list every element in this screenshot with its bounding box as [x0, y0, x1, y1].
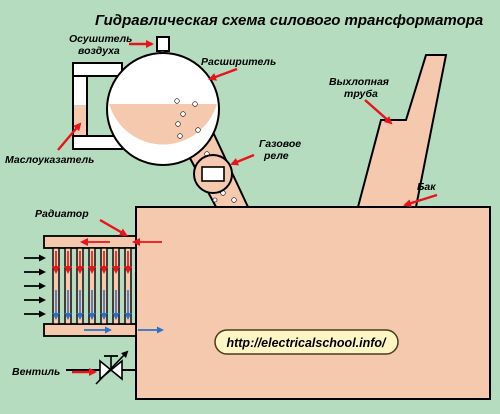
- pipe-bubble: [212, 197, 218, 203]
- expander: [106, 52, 220, 166]
- tank: [135, 206, 491, 400]
- radiator: [43, 235, 137, 337]
- website-url: http://electricalschool.info/: [226, 336, 387, 350]
- air-flow-arrows: [24, 254, 46, 318]
- pipe-bubble: [231, 197, 237, 203]
- radiator-label: Радиатор: [35, 208, 89, 220]
- expander-label: Расширитель: [201, 56, 276, 68]
- exhaust-label-line2: труба: [344, 88, 378, 100]
- website-banner: http://electricalschool.info/: [214, 329, 399, 355]
- gas-relay-label-line2: реле: [263, 150, 289, 162]
- diagram-title: Гидравлическая схема силового трансформа…: [95, 12, 483, 29]
- tank-label: Бак: [417, 181, 436, 193]
- valve-label: Вентиль: [12, 366, 60, 378]
- gas-relay: [193, 154, 233, 194]
- gas-relay-label-line1: Газовое: [259, 138, 301, 150]
- labels: Осушитель воздуха Расширитель Выхлопная …: [5, 33, 436, 378]
- dryer-label-line1: Осушитель: [69, 33, 132, 45]
- drain-valve: [66, 350, 136, 385]
- oil-gauge-label: Маслоуказатель: [5, 154, 94, 166]
- exhaust-label-line1: Выхлопная: [329, 76, 389, 88]
- label-pointer-arrows: [57, 40, 438, 376]
- dryer-label-line2: воздуха: [78, 45, 120, 57]
